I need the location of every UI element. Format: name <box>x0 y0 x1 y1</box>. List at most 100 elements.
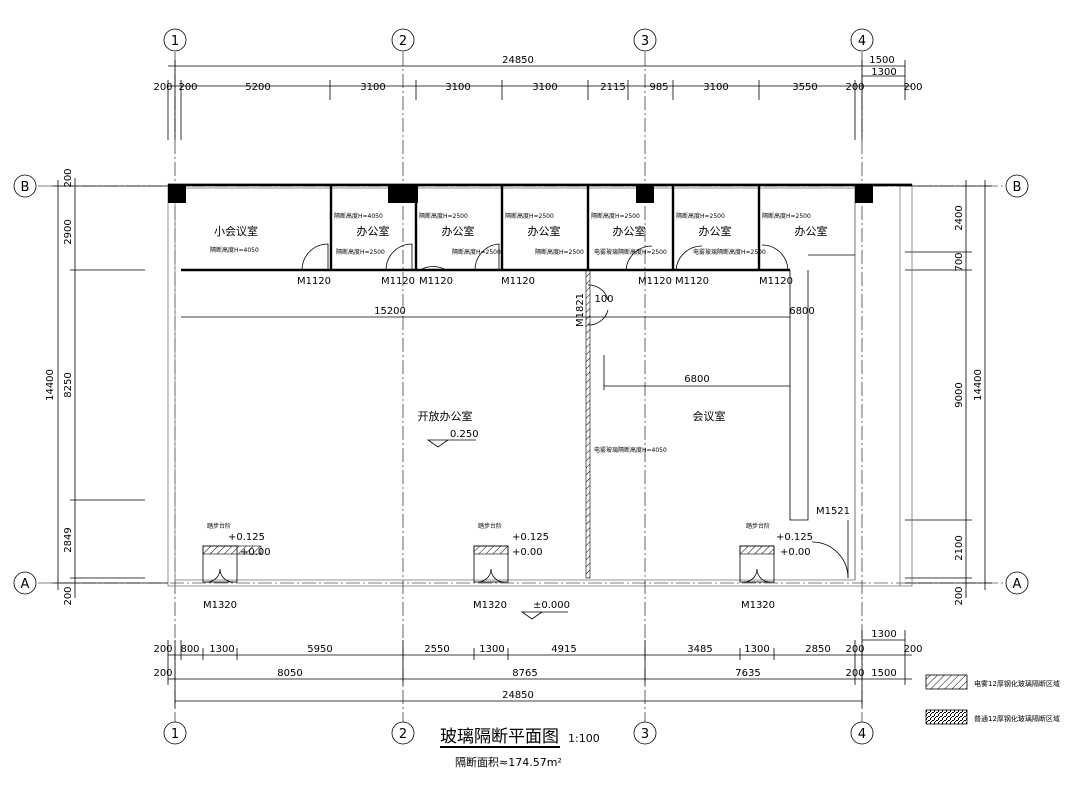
svg-text:5950: 5950 <box>307 644 332 655</box>
svg-text:+0.125: +0.125 <box>776 532 813 543</box>
svg-text:3550: 3550 <box>792 82 817 93</box>
smart-glass-partition <box>585 269 591 579</box>
svg-text:2100: 2100 <box>954 535 965 560</box>
svg-text:M1120: M1120 <box>759 276 793 287</box>
svg-text:3100: 3100 <box>532 82 557 93</box>
svg-text:+0.00: +0.00 <box>780 547 811 558</box>
svg-text:200: 200 <box>845 82 864 93</box>
legend-label-normal-glass: 普通12厚钢化玻璃隔断区域 <box>974 714 1060 723</box>
entrance-3: 踏步台阶 +0.125 +0.00 <box>739 522 813 583</box>
svg-text:4: 4 <box>858 34 866 49</box>
svg-text:踏步台阶: 踏步台阶 <box>478 522 502 530</box>
svg-text:隔断高度H=4050: 隔断高度H=4050 <box>210 246 259 254</box>
axis-bubbles: 1 2 3 4 1 2 3 4 B A B A <box>13 28 1029 745</box>
svg-text:8765: 8765 <box>512 668 537 679</box>
title-area: 隔断面积≈174.57m² <box>455 755 562 769</box>
axis-lines <box>38 52 1004 722</box>
svg-text:1300: 1300 <box>209 644 234 655</box>
svg-text:隔断高度H=4050: 隔断高度H=4050 <box>334 212 383 220</box>
axis-bubble-b-left: B <box>13 174 37 198</box>
svg-text:M1320: M1320 <box>741 600 775 611</box>
svg-text:2: 2 <box>399 727 407 742</box>
svg-text:1500: 1500 <box>871 668 896 679</box>
room-office-5: 办公室 <box>699 224 732 238</box>
svg-text:+0.00: +0.00 <box>512 547 543 558</box>
svg-text:24850: 24850 <box>502 690 534 701</box>
svg-text:电雾玻璃隔断高度H=4050: 电雾玻璃隔断高度H=4050 <box>594 446 667 454</box>
svg-text:200: 200 <box>153 668 172 679</box>
svg-text:200: 200 <box>845 668 864 679</box>
legend-label-smart-glass: 电雾12厚钢化玻璃隔断区域 <box>974 679 1060 688</box>
svg-text:隔断高度H=2500: 隔断高度H=2500 <box>336 248 385 256</box>
svg-text:A: A <box>1013 577 1022 592</box>
svg-text:隔断高度H=2500: 隔断高度H=2500 <box>452 248 501 256</box>
svg-text:6800: 6800 <box>684 374 709 385</box>
svg-text:2849: 2849 <box>63 527 74 552</box>
svg-text:踏步台阶: 踏步台阶 <box>746 522 770 530</box>
svg-text:M1120: M1120 <box>419 276 453 287</box>
drawing-title: 玻璃隔断平面图 1:100 隔断面积≈174.57m² <box>440 727 600 769</box>
axis-bubble-a-left: A <box>13 571 37 595</box>
interior-dimensions: 15200 6800 6800 100 <box>181 294 815 390</box>
entrance-2: 踏步台阶 +0.125 +0.00 <box>473 522 549 583</box>
svg-text:+0.125: +0.125 <box>512 532 549 543</box>
elevation-marks: 0.250 ±0.000 <box>426 429 570 620</box>
svg-text:3100: 3100 <box>445 82 470 93</box>
axis-bubble-2-top: 2 <box>391 28 415 52</box>
svg-text:±0.000: ±0.000 <box>533 600 570 611</box>
svg-text:M1120: M1120 <box>297 276 331 287</box>
room-office-2: 办公室 <box>442 224 475 238</box>
bottom-dimensions: 200 800 1300 5950 2550 1300 4915 3485 13… <box>153 629 923 708</box>
svg-text:1300: 1300 <box>871 629 896 640</box>
svg-text:B: B <box>21 180 30 195</box>
svg-text:14400: 14400 <box>45 369 56 401</box>
svg-text:隔断高度H=2500: 隔断高度H=2500 <box>676 212 725 220</box>
title-main: 玻璃隔断平面图 <box>440 727 559 747</box>
axis-bubble-4-bottom: 4 <box>850 721 874 745</box>
svg-text:隔断高度H=2500: 隔断高度H=2500 <box>505 212 554 220</box>
svg-text:2: 2 <box>399 34 407 49</box>
svg-text:800: 800 <box>180 644 199 655</box>
svg-text:M1320: M1320 <box>203 600 237 611</box>
svg-text:2850: 2850 <box>805 644 830 655</box>
svg-text:踏步台阶: 踏步台阶 <box>207 522 231 530</box>
svg-text:15200: 15200 <box>374 306 406 317</box>
svg-text:1300: 1300 <box>479 644 504 655</box>
svg-text:3485: 3485 <box>687 644 712 655</box>
svg-text:8250: 8250 <box>63 372 74 397</box>
legend-speckle-swatch <box>925 709 968 725</box>
svg-text:1500: 1500 <box>869 55 894 66</box>
svg-text:200: 200 <box>63 168 74 187</box>
svg-text:9000: 9000 <box>954 382 965 407</box>
axis-bubble-b-right: B <box>1005 174 1029 198</box>
door-tags: M1120 M1120 M1120 M1120 M1120 M1120 M112… <box>203 276 850 611</box>
svg-text:M1120: M1120 <box>638 276 672 287</box>
axis-bubble-a-right: A <box>1005 571 1029 595</box>
svg-text:隔断高度H=2500: 隔断高度H=2500 <box>591 212 640 220</box>
svg-text:M1521: M1521 <box>816 506 850 517</box>
door-swing-m1521 <box>811 541 849 579</box>
column-4b <box>855 185 873 203</box>
room-office-3: 办公室 <box>528 224 561 238</box>
svg-text:M1320: M1320 <box>473 600 507 611</box>
svg-text:4915: 4915 <box>551 644 576 655</box>
top-dimensions: 24850 1500 1300 200 200 5200 3100 3100 3… <box>153 55 923 140</box>
svg-text:M1120: M1120 <box>501 276 535 287</box>
title-scale: 1:100 <box>568 732 600 745</box>
door-swing-m1821 <box>587 284 609 326</box>
axis-bubble-3-bottom: 3 <box>633 721 657 745</box>
svg-text:24850: 24850 <box>502 55 534 66</box>
svg-text:200: 200 <box>954 586 965 605</box>
svg-text:1: 1 <box>171 34 179 49</box>
svg-text:100: 100 <box>594 294 613 305</box>
legend-hatch-swatch <box>925 674 968 690</box>
entrance-1: 踏步台阶 +0.125 +0.00 <box>202 522 271 583</box>
svg-text:M1821: M1821 <box>575 293 586 327</box>
right-dimensions: 2400 700 9000 2100 200 14400 <box>905 180 992 606</box>
axis-bubble-2-bottom: 2 <box>391 721 415 745</box>
room-office-6: 办公室 <box>795 224 828 238</box>
svg-text:200: 200 <box>845 644 864 655</box>
svg-text:1: 1 <box>171 727 179 742</box>
svg-text:3: 3 <box>641 727 649 742</box>
